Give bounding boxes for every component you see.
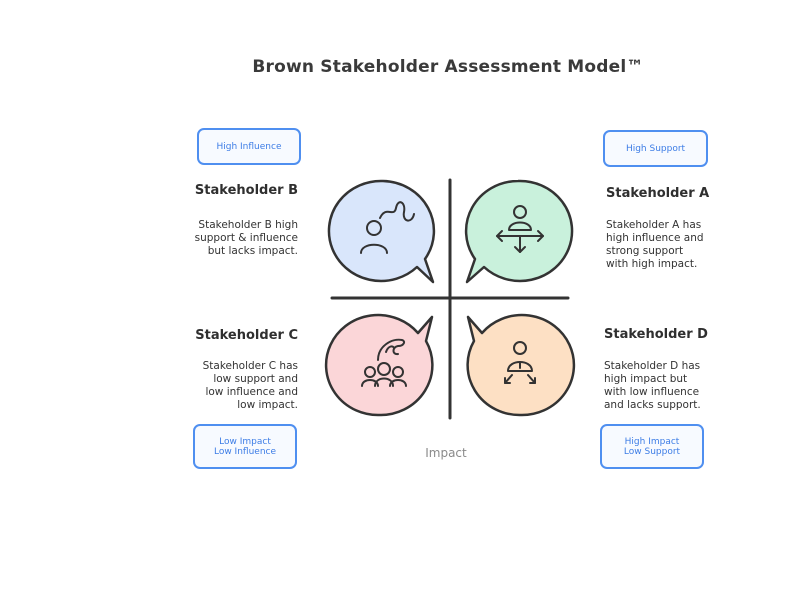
high-impact-label: High Impact [624,436,680,447]
person-with-legs-icon [504,341,536,384]
page-title: Brown Stakeholder Assessment Model™ [252,57,644,77]
impact-axis-label: Impact [425,446,467,460]
stakeholder-c-description: Stakeholder C has low support and low in… [202,360,298,411]
low-impact-low-influence-box: Low Impact Low Influence [193,424,297,469]
stakeholder-a-heading: Stakeholder A [606,186,710,201]
low-support-label: Low Support [623,446,681,457]
stakeholder-a-description: Stakeholder A has high influence and str… [606,219,704,270]
stakeholder-b-heading: Stakeholder B [194,183,298,198]
low-impact-label: Low Impact [219,436,271,447]
high-support-box: High Support [603,130,708,167]
stakeholder-c-heading: Stakeholder C [195,328,298,343]
person-with-arrows-icon [496,205,544,253]
low-influence-label: Low Influence [213,446,277,457]
group-with-hand-icon [361,338,407,387]
stakeholder-a-bubble [464,179,574,284]
stakeholder-d-heading: Stakeholder D [604,327,708,342]
stakeholder-d-description: Stakeholder D has high impact but with l… [604,360,701,411]
stakeholder-b-bubble [327,179,436,284]
stakeholder-b-description: Stakeholder B high support & influence b… [194,219,298,257]
high-support-label: High Support [625,143,686,154]
person-with-squiggle-icon [360,201,415,254]
high-influence-box: High Influence [197,128,301,165]
high-influence-label: High Influence [216,141,282,152]
high-impact-low-support-box: High Impact Low Support [600,424,704,469]
